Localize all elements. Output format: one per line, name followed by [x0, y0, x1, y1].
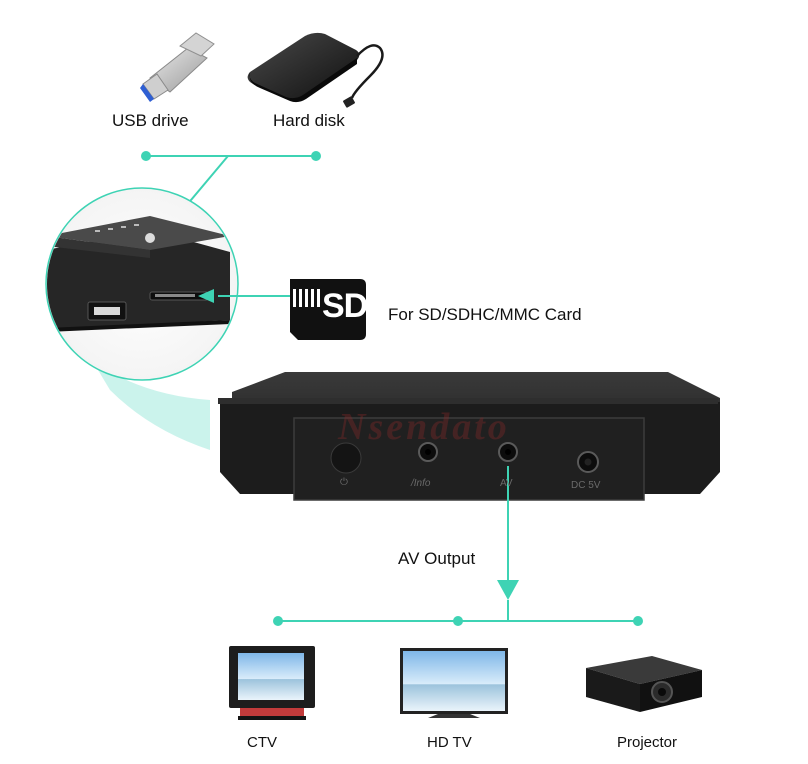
- zoom-funnel: [92, 360, 210, 450]
- power-port-label: ⏻: [340, 477, 348, 488]
- projector-label: Projector: [617, 734, 678, 751]
- ctv-label: CTV: [247, 734, 277, 751]
- sd-badge-text: SD: [322, 287, 368, 325]
- usb-drive-icon: [140, 32, 215, 102]
- hard-disk-label: Hard disk: [273, 111, 345, 130]
- media-player-device: [218, 372, 720, 501]
- sd-card-label: For SD/SDHC/MMC Card: [388, 305, 582, 324]
- hard-disk-icon: [247, 32, 384, 108]
- projector-icon: [586, 656, 702, 712]
- hd-tv-icon: [400, 648, 508, 718]
- info-port-label: /Info: [411, 478, 431, 489]
- av-output-connector: [273, 466, 643, 626]
- dc-port-label: DC 5V: [571, 480, 601, 491]
- usb-drive-label: USB drive: [112, 111, 189, 130]
- ctv-icon: [229, 646, 315, 720]
- zoom-callout: [45, 187, 290, 381]
- av-output-label: AV Output: [398, 549, 476, 568]
- av-port-label: AV: [500, 478, 513, 489]
- sd-card-icon: [290, 279, 366, 340]
- hd-tv-label: HD TV: [427, 734, 472, 751]
- brand-watermark: Nsendato: [338, 406, 510, 448]
